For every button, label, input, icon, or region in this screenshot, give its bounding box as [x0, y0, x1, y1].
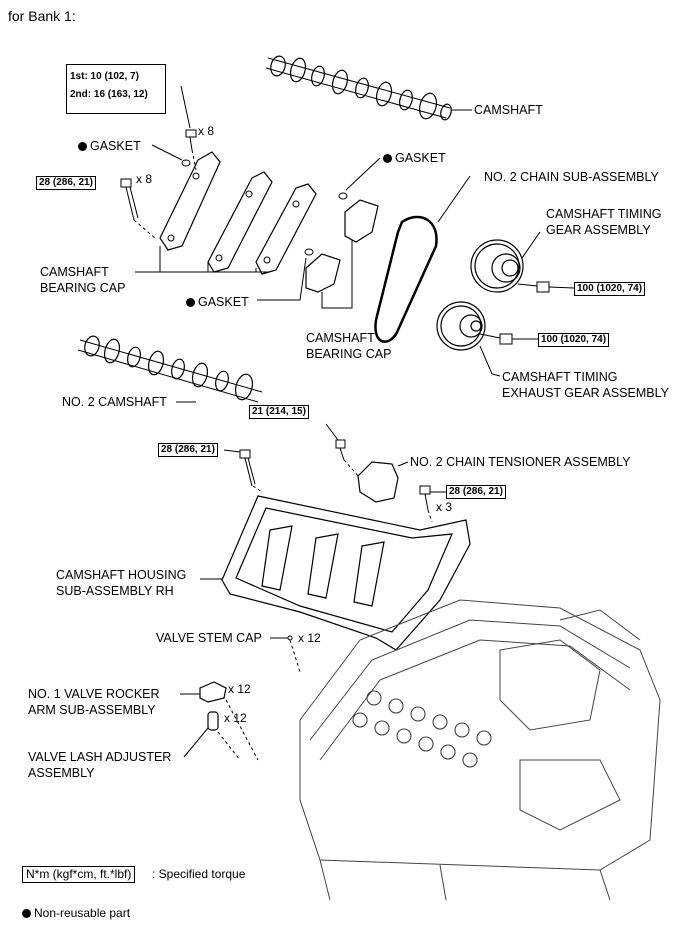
torque-first-value: 1st: 10 (102, 7): [70, 71, 139, 82]
torque-box-exhaust-gear: 100 (1020, 74): [538, 333, 610, 347]
count-rocker-arm: x 12: [228, 682, 251, 696]
label-camshaft: CAMSHAFT: [474, 103, 543, 117]
label-no2-camshaft: NO. 2 CAMSHAFT: [62, 395, 167, 409]
bolt-left-cap: [120, 178, 156, 239]
legend-torque-unit-box: N*m (kgf*cm, ft.*lbf): [22, 866, 136, 883]
torque-box-housing-right: 28 (286, 21): [446, 485, 506, 499]
label-bearing-cap-1: CAMSHAFT BEARING CAP: [40, 265, 126, 295]
bolt-top-cap: [185, 129, 197, 171]
torque-box-tensioner: 21 (214, 15): [249, 405, 309, 419]
non-reusable-bullet-icon: [78, 142, 87, 151]
camshaft-part: [265, 55, 452, 121]
bank-header: for Bank 1:: [8, 8, 76, 24]
no2-camshaft-part: [77, 335, 263, 403]
torque-box-intake-caps: 1st: 10 (102, 7) 2nd: 16 (163, 12): [66, 64, 166, 114]
non-reusable-bullet-icon: [186, 298, 195, 307]
rocker-arm-part: [199, 681, 227, 703]
count-lash-adjuster: x 12: [224, 711, 247, 725]
count-housing-bolts: x 3: [436, 500, 453, 514]
legend-torque-desc: : Specified torque: [152, 867, 246, 881]
label-bearing-cap-2: CAMSHAFT BEARING CAP: [306, 331, 392, 361]
count-cap-bolts: x 8: [136, 172, 153, 186]
exhaust-gear-part: [436, 301, 486, 351]
torque-box-cap-bolt: 28 (286, 21): [36, 176, 96, 190]
count-valve-stem-cap: x 12: [298, 631, 321, 645]
legend-non-reusable: Non-reusable part: [22, 906, 130, 921]
lash-adjuster-part: [207, 711, 219, 731]
label-no2-tensioner: NO. 2 CHAIN TENSIONER ASSEMBLY: [410, 455, 631, 469]
non-reusable-bullet-icon: [22, 909, 31, 918]
label-timing-gear: CAMSHAFT TIMING GEAR ASSEMBLY: [546, 207, 662, 237]
torque-box-housing-left: 28 (286, 21): [158, 443, 218, 457]
label-valve-stem-cap: VALVE STEM CAP: [156, 631, 262, 645]
label-gasket-1: GASKET: [78, 138, 141, 154]
camshaft-housing-part: [221, 495, 471, 651]
label-rocker-arm: NO. 1 VALVE ROCKER ARM SUB-ASSEMBLY: [28, 687, 160, 717]
label-no2-chain: NO. 2 CHAIN SUB-ASSEMBLY: [484, 170, 659, 184]
tensioner-part: [357, 461, 399, 503]
bearing-caps-left: [159, 151, 317, 275]
timing-gear-part: [470, 239, 524, 293]
label-gasket-3: GASKET: [186, 294, 249, 310]
label-exhaust-gear: CAMSHAFT TIMING EXHAUST GEAR ASSEMBLY: [502, 370, 669, 400]
torque-second-value: 2nd: 16 (163, 12): [70, 89, 148, 100]
torque-box-timing-gear: 100 (1020, 74): [574, 282, 646, 296]
cylinder-head-part: [299, 599, 661, 901]
non-reusable-bullet-icon: [383, 154, 392, 163]
label-lash-adjuster: VALVE LASH ADJUSTER ASSEMBLY: [28, 750, 172, 780]
bearing-caps-right: [304, 192, 379, 293]
chain-part: [374, 215, 438, 343]
label-gasket-2: GASKET: [383, 150, 446, 166]
count-intake-cap-bolts: x 8: [198, 124, 215, 138]
label-camshaft-housing: CAMSHAFT HOUSING SUB-ASSEMBLY RH: [56, 568, 187, 598]
